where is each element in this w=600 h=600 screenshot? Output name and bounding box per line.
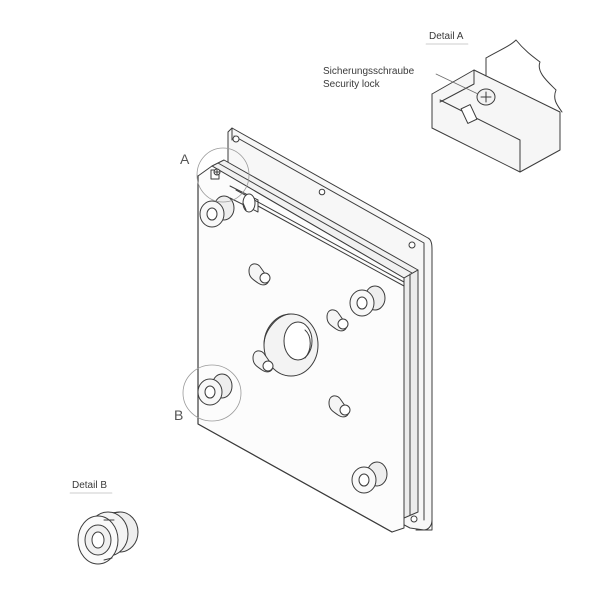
top-rail (229, 185, 405, 287)
bracket-hole-top-middle (318, 188, 326, 196)
detail-b-title: Detail B (72, 480, 108, 491)
spacer-bolt-bottom-left (197, 373, 233, 406)
spacer-bolt-top-left (199, 195, 235, 228)
bracket-hole-bottom-right (410, 515, 418, 523)
keyhole-right-upper (326, 309, 349, 332)
bracket-hole-top-right (408, 241, 416, 249)
detail-a-title: Detail A (429, 31, 464, 42)
plate-edge (211, 159, 419, 519)
keyhole-right-lower (328, 395, 351, 418)
spacer-bolt-bottom-right (351, 461, 388, 494)
mounting-plate-assembly (182, 127, 433, 533)
detail-a-view (425, 39, 563, 173)
security-screw-label-german: Sicherungsschraube (323, 66, 415, 77)
callout-letter-a: A (180, 151, 190, 167)
detail-b-marker-circle (182, 364, 242, 422)
center-boss (263, 313, 319, 377)
callout-letter-b: B (174, 407, 184, 423)
keyhole-left-lower (252, 350, 274, 373)
detail-b-view (69, 492, 139, 565)
bracket-hole-top-left (232, 135, 240, 143)
security-screw (210, 168, 221, 180)
spacer-bolt-top-right (349, 285, 386, 317)
detail-a-marker-circle (196, 147, 250, 203)
security-screw-label-english: Security lock (323, 79, 380, 90)
detail-a-leader-line (435, 73, 479, 95)
keyhole-top (248, 263, 271, 286)
